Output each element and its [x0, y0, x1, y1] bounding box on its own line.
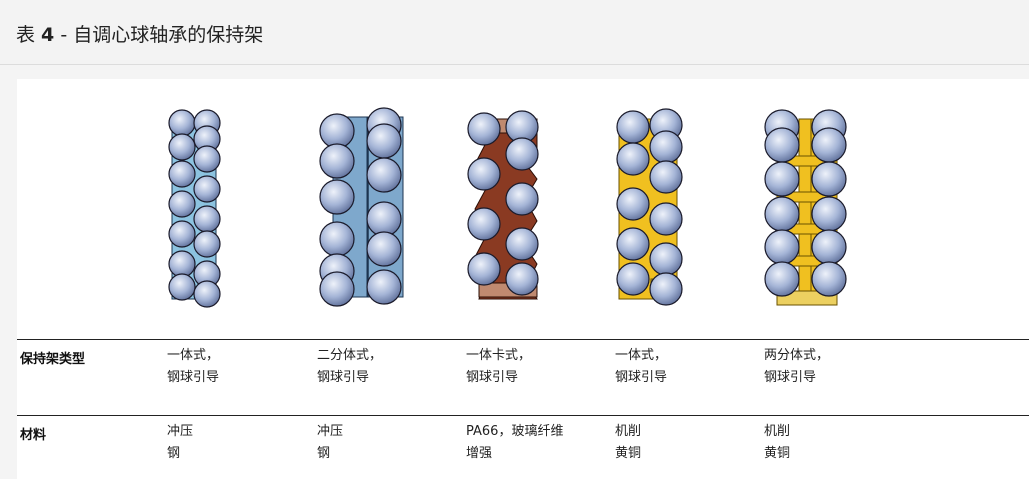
row-head-cage-type: 保持架类型	[20, 352, 86, 367]
ball	[616, 227, 650, 261]
ball	[811, 196, 847, 232]
ball	[616, 262, 650, 296]
cage-spine-left	[798, 118, 812, 305]
ball	[319, 143, 355, 179]
row-cage-type: 保持架类型 一体式，钢球引导 二分体式，钢球引导 一体卡式，钢球引导 一体式，钢…	[17, 339, 1029, 385]
ball	[505, 262, 539, 296]
ball	[168, 220, 196, 248]
ball	[168, 250, 196, 278]
cell-type-3: 一体卡式，钢球引导	[466, 348, 532, 385]
title-prefix: 表	[16, 24, 42, 46]
title-bar: 表 4 - 自调心球轴承的保持架	[0, 0, 1029, 65]
ball	[811, 161, 847, 197]
ball	[319, 271, 355, 307]
cage-figure-2	[319, 107, 404, 307]
cell-type-5: 两分体式，钢球引导	[764, 348, 830, 385]
ball	[649, 242, 683, 276]
cage-figure-1	[168, 109, 221, 308]
ball	[616, 187, 650, 221]
ball	[467, 112, 501, 146]
ball	[319, 221, 355, 257]
ball	[168, 160, 196, 188]
title-number: 4	[41, 24, 55, 46]
ball	[616, 142, 650, 176]
ball	[649, 160, 683, 194]
cell-type-1: 一体式，钢球引导	[167, 348, 220, 385]
cell-material-5: 机削黄铜	[764, 424, 791, 461]
ball	[649, 202, 683, 236]
cage-figure-5	[764, 109, 847, 306]
ball	[505, 227, 539, 261]
ball	[467, 207, 501, 241]
ball	[193, 145, 221, 173]
ball	[764, 127, 800, 163]
cage-bar	[776, 191, 838, 203]
ball	[193, 205, 221, 233]
ball	[811, 261, 847, 297]
ball	[168, 109, 196, 137]
ball	[811, 127, 847, 163]
title-text: - 自调心球轴承的保持架	[54, 24, 264, 46]
cell-type-2: 二分体式，钢球引导	[317, 348, 383, 385]
cell-material-2: 冲压钢	[317, 424, 344, 461]
cage-figure-4	[616, 108, 683, 306]
ball	[319, 113, 355, 149]
row-head-material: 材料	[20, 428, 47, 443]
cage-figures	[168, 107, 847, 308]
cage-figure-3	[467, 110, 539, 300]
ball	[764, 229, 800, 265]
ball	[366, 157, 402, 193]
ball	[193, 175, 221, 203]
ball	[505, 137, 539, 171]
ball	[467, 252, 501, 286]
ball	[764, 261, 800, 297]
cell-material-3: PA66，玻璃纤维增强	[466, 424, 564, 461]
ball	[366, 123, 402, 159]
ball	[366, 269, 402, 305]
ball	[616, 110, 650, 144]
ball	[649, 130, 683, 164]
page-title: 表 4 - 自调心球轴承的保持架	[16, 20, 263, 47]
ball	[764, 161, 800, 197]
ball	[366, 231, 402, 267]
ball	[168, 133, 196, 161]
ball	[193, 230, 221, 258]
cell-material-4: 机削黄铜	[615, 424, 642, 461]
ball	[467, 157, 501, 191]
ball	[649, 272, 683, 306]
row-material: 材料 冲压钢 冲压钢 PA66，玻璃纤维增强 机削黄铜 机削黄铜	[17, 415, 1029, 461]
ball	[764, 196, 800, 232]
ball	[366, 201, 402, 237]
ball	[319, 179, 355, 215]
ball	[505, 182, 539, 216]
ball	[811, 229, 847, 265]
ball	[168, 190, 196, 218]
ball	[168, 273, 196, 301]
content-panel: 保持架类型 一体式，钢球引导 二分体式，钢球引导 一体卡式，钢球引导 一体式，钢…	[17, 79, 1029, 479]
cell-type-4: 一体式，钢球引导	[615, 348, 668, 385]
ball	[193, 280, 221, 308]
cell-material-1: 冲压钢	[167, 424, 194, 461]
